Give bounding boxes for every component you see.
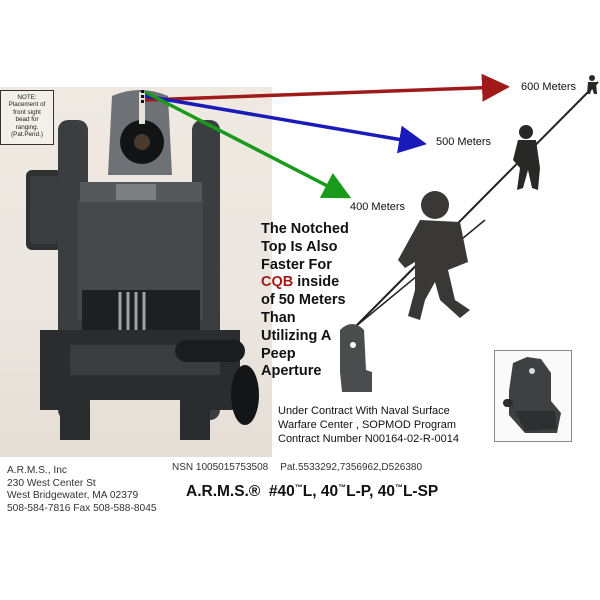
claim-line: Peep — [261, 345, 296, 362]
range-label-500m: 500 Meters — [436, 136, 492, 148]
trademark-symbol: ™ — [338, 483, 347, 492]
contract-line: Under Contract With Naval Surface — [278, 405, 450, 417]
patent-numbers: Pat.5533292,7356962,D526380 — [280, 462, 422, 473]
claim-line-rest: inside — [293, 274, 340, 291]
inset-sight-illustration — [503, 357, 561, 433]
contract-number: Contract Number N00164-02-R-0014 — [278, 433, 459, 445]
brand-name: A.R.M.S.® — [186, 483, 261, 500]
claim-line: Top Is Also — [261, 238, 338, 255]
cqb-highlight: CQB — [261, 274, 294, 291]
range-label-600m: 600 Meters — [521, 81, 577, 93]
claim-line: of 50 Meters — [261, 292, 346, 309]
note-line: Placement of — [8, 101, 46, 109]
note-title: NOTE: — [17, 94, 37, 101]
soldier-500m-silhouette — [513, 125, 540, 190]
claim-line: Aperture — [261, 363, 322, 380]
company-phone-fax: 508-584-7816 Fax 508-588-8045 — [7, 502, 157, 514]
company-name: A.R.M.S., Inc — [7, 465, 68, 476]
model-part: L, 40 — [302, 483, 339, 500]
note-line: front sight — [13, 108, 41, 116]
cqb-claim-text: The Notched Top Is Also Faster For CQB i… — [261, 221, 401, 381]
nsn-patent-line: NSN 1005015753508 Pat.5533292,7356962,D52… — [172, 462, 422, 473]
claim-line: The Notched — [261, 221, 349, 237]
soldier-600m-silhouette — [587, 75, 597, 94]
model-part: #40 — [268, 483, 295, 500]
company-address: A.R.M.S., Inc 230 West Center St West Br… — [7, 465, 157, 515]
company-city: West Bridgewater, MA 02379 — [7, 490, 139, 502]
contract-line: Warfare Center , SOPMOD Program — [278, 419, 457, 431]
model-part: L-SP — [402, 483, 439, 500]
note-line: (Pat.Pend.) — [11, 131, 43, 139]
claim-line: Than — [261, 309, 296, 326]
inset-product-photo — [494, 350, 572, 442]
note-line: ranging. — [15, 123, 39, 131]
company-street: 230 West Center St — [7, 477, 96, 489]
trademark-symbol: ™ — [294, 483, 303, 492]
model-title: A.R.M.S.® #40™L, 40™L-P, 40™L-SP — [186, 483, 438, 501]
model-part: L-P, 40 — [346, 483, 395, 500]
claim-line: Faster For — [261, 256, 332, 273]
note-box: NOTE: Placement of front sight bead for … — [0, 90, 54, 145]
range-label-400m: 400 Meters — [350, 201, 406, 213]
contract-info: Under Contract With Naval Surface Warfar… — [278, 404, 459, 446]
note-line: bead for — [15, 116, 39, 124]
nsn-number: NSN 1005015753508 — [172, 462, 269, 473]
claim-line: Utilizing A — [261, 327, 332, 344]
trademark-symbol: ™ — [394, 483, 403, 492]
soldier-400m-silhouette — [398, 191, 470, 320]
claim-line: CQB inside — [261, 274, 401, 292]
